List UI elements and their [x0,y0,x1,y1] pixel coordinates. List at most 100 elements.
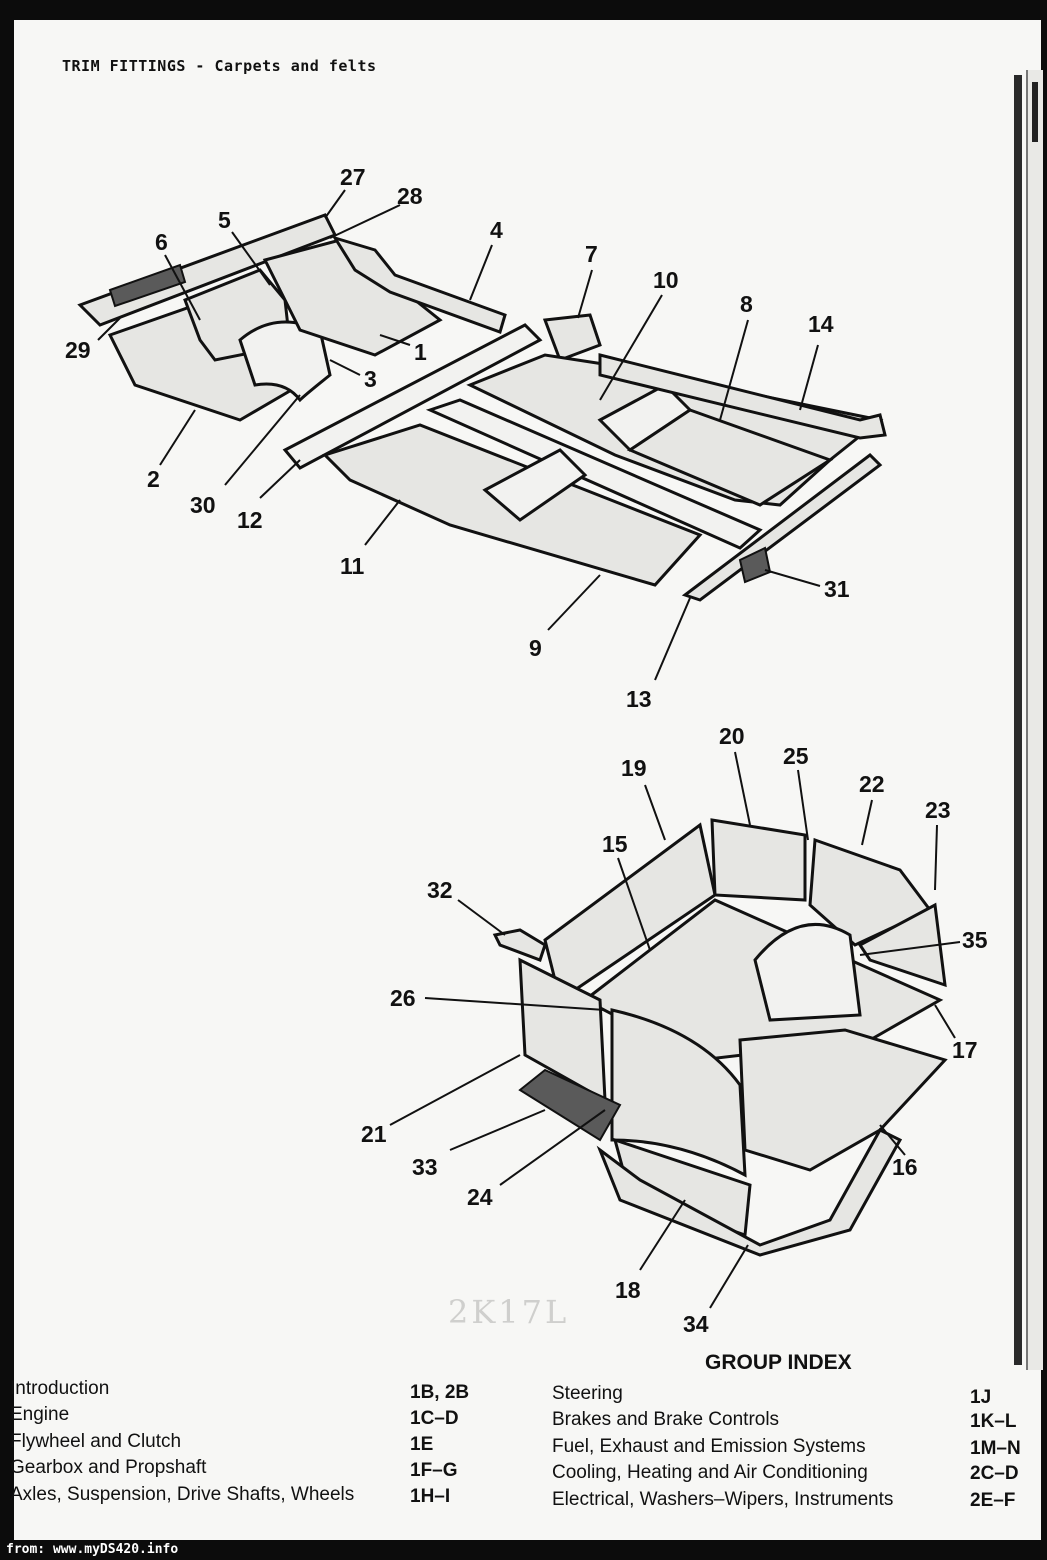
scan-frame-top [0,0,1047,20]
callout-10: 10 [653,267,679,293]
group-index-label: Cooling, Heating and Air Conditioning [552,1462,868,1483]
callout-6: 6 [155,229,168,255]
lower-leader-lines [389,751,961,1309]
part-4-sill [331,235,507,334]
callout-1: 1 [414,339,427,365]
callout-34: 34 [683,1311,709,1337]
group-index-item[interactable]: Cooling, Heating and Air Conditioning [552,1462,868,1484]
part-9-step [482,448,588,522]
callout-2: 2 [147,466,160,492]
callout-22: 22 [859,771,885,797]
group-index-code[interactable]: 1M–N [970,1438,1021,1459]
part-tube-rear [425,398,763,550]
callout-3: 3 [364,366,377,392]
group-index-code[interactable]: 1C–D [410,1408,459,1429]
group-index-item[interactable]: Introduction [10,1378,109,1400]
callout-33: 33 [412,1154,438,1180]
callout-15: 15 [602,831,628,857]
part-14-sill [598,353,887,440]
part-34-base [596,1128,903,1257]
group-index-item[interactable]: Electrical, Washers–Wipers, Instruments [552,1489,893,1511]
part-16-floor [738,1028,948,1172]
scan-frame-bottom [0,1540,1047,1560]
source-watermark: from: www.myDS420.info [6,1542,179,1557]
group-index-label: Flywheel and Clutch [10,1431,182,1452]
group-index-code[interactable]: 2E–F [970,1490,1016,1511]
callout-27: 27 [340,164,366,190]
callout-23: 23 [925,797,951,823]
part-7-block [542,313,602,362]
group-index-item[interactable]: Flywheel and Clutch [10,1431,181,1453]
group-index-label: Fuel, Exhaust and Emission Systems [552,1436,866,1457]
callout-13: 13 [626,686,652,712]
group-index-label: Electrical, Washers–Wipers, Instruments [552,1489,894,1510]
rear-felt-assembly [492,818,948,1257]
group-index-item[interactable]: Steering [552,1383,623,1405]
callout-24: 24 [467,1184,493,1210]
group-index-label: Gearbox and Propshaft [10,1457,207,1478]
part-1-carpet [262,238,443,357]
group-index-item[interactable]: Axles, Suspension, Drive Shafts, Wheels [10,1484,354,1506]
group-index-label: Introduction [10,1378,110,1399]
callout-20: 20 [719,723,745,749]
callout-25: 25 [783,743,809,769]
part-12-tube [282,323,543,470]
callout-18: 18 [615,1277,641,1303]
callout-16: 16 [892,1154,918,1180]
callout-26: 26 [390,985,416,1011]
part-24-panel [610,1008,747,1178]
group-index-code[interactable]: 1H–I [410,1486,451,1507]
group-index-code[interactable]: 1K–L [970,1411,1017,1432]
adjacent-page-edge [1026,70,1043,1370]
callout-29: 29 [65,337,91,363]
callout-11: 11 [340,553,365,579]
part-3-tunnel [238,320,332,403]
part-8-panel [626,408,834,507]
group-index-right: Steering 1J Brakes and Brake Controls 1K… [552,1383,1042,1523]
callout-17: 17 [952,1037,978,1063]
group-index-item[interactable]: Brakes and Brake Controls [552,1409,779,1431]
group-index-label: Steering [552,1383,623,1404]
group-index-code[interactable]: 1B, 2B [410,1382,470,1403]
page-title: TRIM FITTINGS - Carpets and felts [62,57,377,75]
callout-12: 12 [237,507,263,533]
part-20-panel [710,818,807,902]
group-index-label: Engine [10,1404,70,1425]
adjacent-page-tab [1032,82,1038,142]
callout-9: 9 [529,635,542,661]
callout-32: 32 [427,877,453,903]
callout-30: 30 [190,492,216,518]
group-index-item[interactable]: Fuel, Exhaust and Emission Systems [552,1436,866,1458]
front-carpet-assembly [77,213,887,602]
group-index-item[interactable]: Gearbox and Propshaft [10,1457,206,1479]
callout-21: 21 [361,1121,387,1147]
part-29-shading [108,263,187,308]
exploded-parts-diagram: 27 28 5 6 4 7 10 8 14 29 1 3 2 30 12 11 … [65,164,988,1337]
callout-14: 14 [808,311,834,337]
group-index-left: Introduction 1B, 2B Engine 1C–D Flywheel… [10,1378,490,1518]
upper-leader-lines [97,189,821,681]
callout-4: 4 [490,217,503,243]
group-index-label: Brakes and Brake Controls [552,1409,780,1430]
callout-31: 31 [824,576,850,602]
group-index-code[interactable]: 1F–G [410,1460,458,1481]
part-35-arch [753,922,862,1022]
scan-frame-right [1041,0,1047,1560]
page-fold-shadow [1014,75,1022,1365]
scan-frame-left [0,0,14,1560]
callout-28: 28 [397,183,423,209]
callout-8: 8 [740,291,753,317]
callout-5: 5 [218,207,231,233]
group-index-code[interactable]: 2C–D [970,1463,1019,1484]
group-index-item[interactable]: Engine [10,1404,69,1426]
part-13-sill [681,453,883,602]
callout-labels: 27 28 5 6 4 7 10 8 14 29 1 3 2 30 12 11 … [65,164,988,1337]
callout-35: 35 [962,927,988,953]
callout-19: 19 [621,755,647,781]
handwritten-annotation: 2K17L [448,1293,570,1331]
part-33-mat [518,1068,622,1142]
callout-7: 7 [585,241,598,267]
group-index-code[interactable]: 1J [970,1387,992,1408]
group-index-code[interactable]: 1E [410,1434,434,1455]
group-index-title: GROUP INDEX [705,1351,852,1374]
